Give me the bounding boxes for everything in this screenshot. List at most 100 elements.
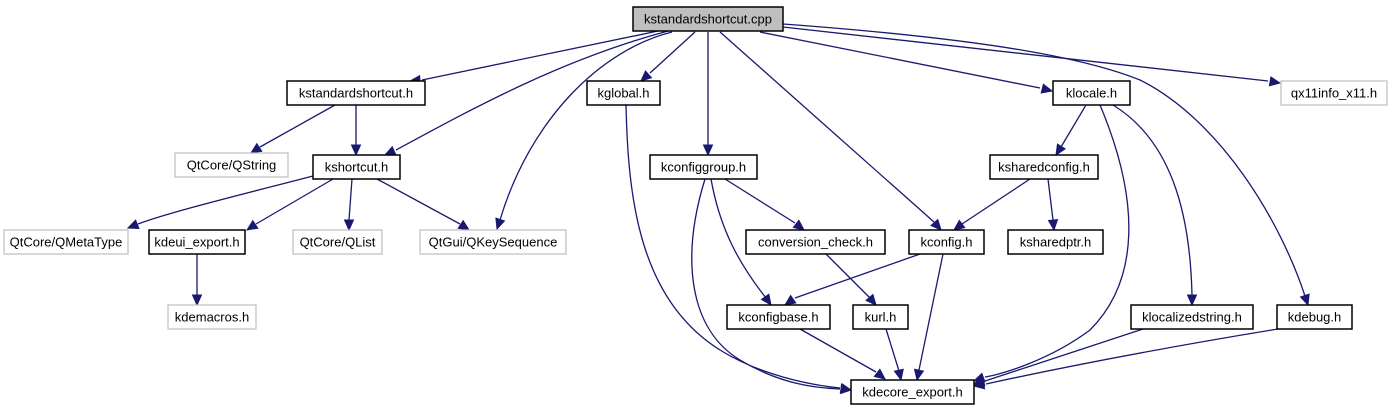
node-kdebug-h[interactable]: kdebug.h — [1276, 304, 1353, 330]
edge-line — [782, 23, 1306, 297]
node-box — [586, 80, 661, 106]
edge-kshortcut-h-to-qmetatype — [126, 175, 314, 229]
edge-kconfiggroup-h-to-kconfigbase-h — [710, 178, 772, 306]
node-kurl-h[interactable]: kurl.h — [852, 304, 909, 330]
node-box — [312, 154, 401, 180]
edge-line — [1112, 104, 1193, 296]
node-ksharedptr-h[interactable]: ksharedptr.h — [1007, 229, 1104, 255]
edge-line — [259, 104, 336, 148]
node-box — [989, 154, 1099, 180]
node-klocale-h[interactable]: klocale.h — [1052, 80, 1131, 106]
edge-kshortcut-h-to-qlist — [343, 178, 355, 232]
node-kconfiggroup-h[interactable]: kconfiggroup.h — [649, 154, 758, 180]
edge-kconfiggroup-h-to-kdecore-export-h — [691, 178, 853, 395]
edge-line — [710, 178, 767, 299]
edges-layer — [126, 23, 1310, 395]
edge-klocale-h-to-ksharedconfig-h — [1055, 104, 1087, 157]
node-label: klocale.h — [1066, 86, 1117, 101]
edge-line — [395, 30, 669, 151]
edge-kstandardshortcut-cpp-to-qx11info-x11-h — [782, 26, 1282, 87]
arrowhead-icon — [784, 294, 797, 306]
edge-line — [376, 178, 461, 225]
node-label: kdecore_export.h — [862, 385, 962, 400]
edge-line — [255, 178, 334, 225]
edge-line — [691, 178, 841, 390]
arrowhead-icon — [249, 142, 263, 154]
node-box — [1007, 229, 1104, 255]
node-box — [1130, 304, 1254, 330]
node-label: QtCore/QList — [300, 235, 376, 250]
edge-kstandardshortcut-h-to-qstring — [249, 104, 336, 154]
node-label: QtGui/QKeySequence — [429, 235, 558, 250]
edge-line — [625, 104, 841, 389]
node-kstandardshortcut-h[interactable]: kstandardshortcut.h — [286, 80, 426, 106]
edge-kstandardshortcut-h-to-kshortcut-h — [350, 105, 362, 157]
edge-kdeui-export-h-to-kdemacros-h — [191, 254, 203, 307]
node-box — [1280, 80, 1388, 106]
node-label: kstandardshortcut.h — [299, 86, 413, 101]
arrowhead-icon — [1268, 76, 1282, 87]
node-qkeysequence: QtGui/QKeySequence — [419, 229, 567, 255]
node-label: qx11info_x11.h — [1291, 86, 1377, 101]
edge-line — [719, 31, 935, 223]
arrowhead-icon — [495, 217, 506, 231]
node-ksharedconfig-h[interactable]: ksharedconfig.h — [989, 154, 1099, 180]
edge-kstandardshortcut-cpp-to-kglobal-h — [640, 31, 696, 82]
arrowhead-icon — [972, 379, 986, 390]
arrowhead-icon — [840, 383, 853, 395]
node-label: QtCore/QString — [187, 158, 277, 173]
node-kconfig-h[interactable]: kconfig.h — [908, 229, 985, 255]
arrowhead-icon — [953, 219, 966, 231]
node-box — [292, 229, 383, 255]
node-kdeui-export-h[interactable]: kdeui_export.h — [148, 229, 246, 255]
arrowhead-icon — [1055, 143, 1067, 157]
arrowhead-icon — [126, 219, 140, 229]
edge-kstandardshortcut-cpp-to-kdebug-h — [782, 23, 1310, 307]
node-box — [148, 229, 246, 255]
edge-line — [759, 31, 1041, 89]
arrowhead-icon — [383, 145, 397, 156]
edge-line — [724, 178, 796, 224]
edge-line — [499, 31, 673, 221]
node-kglobal-h[interactable]: kglobal.h — [586, 80, 661, 106]
edge-ksharedconfig-h-to-kconfig-h — [953, 178, 1031, 231]
node-qstring: QtCore/QString — [174, 152, 289, 178]
edge-line — [794, 253, 921, 299]
arrowhead-icon — [865, 293, 877, 306]
arrowhead-icon — [760, 293, 772, 306]
edge-line — [137, 175, 314, 225]
edge-kshortcut-h-to-qkeysequence — [376, 178, 471, 231]
node-label: QtCore/QMetaType — [10, 235, 123, 250]
node-box — [167, 304, 257, 330]
arrowhead-icon — [245, 219, 259, 231]
node-label: kstandardshortcut.cpp — [644, 12, 772, 27]
edge-line — [985, 328, 1279, 385]
node-kconfigbase-h[interactable]: kconfigbase.h — [726, 304, 831, 330]
node-label: kconfig.h — [920, 235, 972, 250]
node-label: kglobal.h — [597, 86, 649, 101]
edge-line — [885, 328, 900, 372]
arrowhead-icon — [792, 219, 805, 231]
node-kshortcut-h[interactable]: kshortcut.h — [312, 154, 401, 180]
edge-line — [782, 26, 1269, 82]
node-label: kdebug.h — [1288, 310, 1342, 325]
arrowhead-icon — [702, 144, 714, 157]
node-label: kconfigbase.h — [738, 310, 818, 325]
node-conversion-check-h[interactable]: conversion_check.h — [745, 229, 886, 255]
node-kstandardshortcut-cpp[interactable]: kstandardshortcut.cpp — [632, 6, 784, 32]
node-label: kdeui_export.h — [154, 235, 239, 250]
arrowhead-icon — [350, 144, 362, 157]
node-kdecore-export-h[interactable]: kdecore_export.h — [850, 379, 975, 405]
node-box — [286, 80, 426, 106]
edge-kconfiggroup-h-to-conversion-check-h — [724, 178, 805, 231]
arrowhead-icon — [1186, 294, 1198, 307]
nodes-layer: kstandardshortcut.cpp kstandardshortcut.h… — [3, 6, 1388, 405]
edge-kstandardshortcut-cpp-to-kstandardshortcut-h — [408, 30, 659, 86]
edge-kstandardshortcut-cpp-to-klocale-h — [759, 31, 1054, 94]
node-box — [419, 229, 567, 255]
node-box — [649, 154, 758, 180]
edge-kstandardshortcut-cpp-to-kconfig-h — [719, 31, 942, 231]
node-label: kdemacros.h — [175, 310, 249, 325]
node-klocalizedstring-h[interactable]: klocalizedstring.h — [1130, 304, 1254, 330]
